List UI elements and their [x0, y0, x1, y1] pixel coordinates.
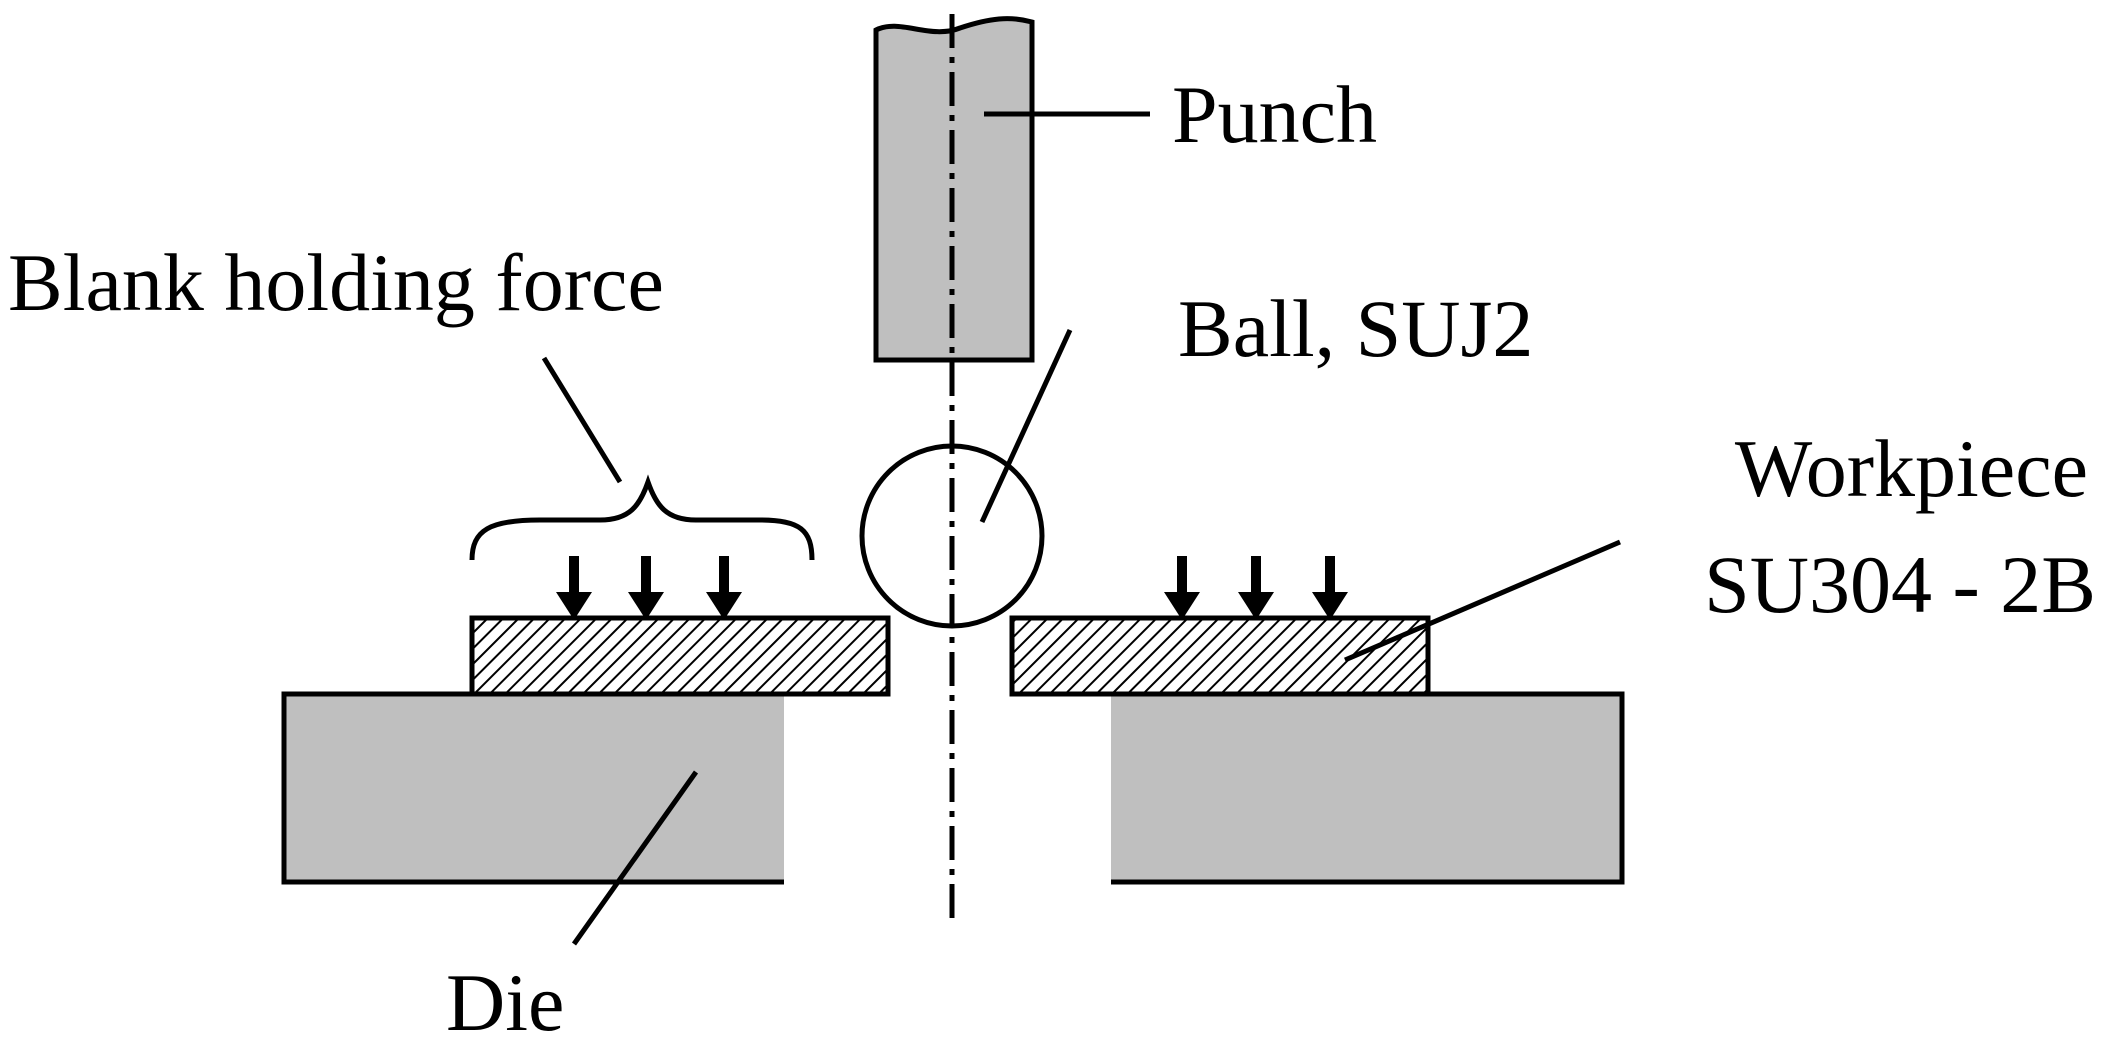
workpiece-label-line2: SU304 - 2B — [1704, 539, 2096, 630]
blank-force-leader — [541, 356, 623, 484]
die-leader — [571, 770, 699, 946]
workpiece-left — [469, 615, 891, 697]
workpiece-leader — [1344, 539, 1621, 663]
blank-holding-force-label: Blank holding force — [8, 237, 664, 328]
workpiece-right — [1009, 615, 1431, 697]
punch-label: Punch — [1172, 69, 1377, 160]
die-left — [281, 691, 784, 885]
workpiece-label-line1: Workpiece — [1735, 423, 2088, 514]
force-arrows-left — [556, 556, 742, 620]
die-label: Die — [446, 957, 564, 1043]
die-right — [1111, 691, 1625, 885]
ball-label: Ball, SUJ2 — [1178, 283, 1533, 374]
force-brace — [469, 474, 815, 561]
force-arrows-right — [1164, 556, 1348, 620]
ball-leader — [979, 328, 1073, 524]
